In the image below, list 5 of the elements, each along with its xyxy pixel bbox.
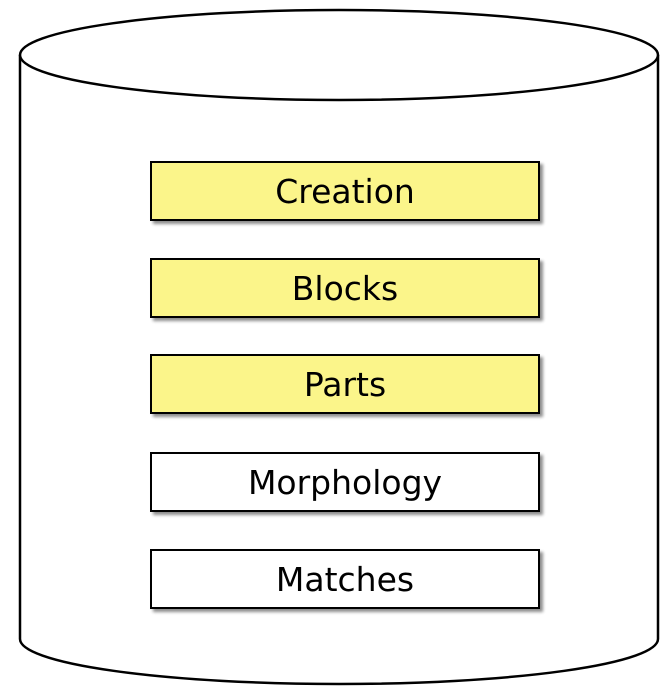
label-box: Creation — [150, 161, 540, 221]
label-box: Parts — [150, 354, 540, 414]
label-box: Blocks — [150, 258, 540, 318]
label-box: Matches — [150, 549, 540, 609]
label-box: Morphology — [150, 452, 540, 512]
